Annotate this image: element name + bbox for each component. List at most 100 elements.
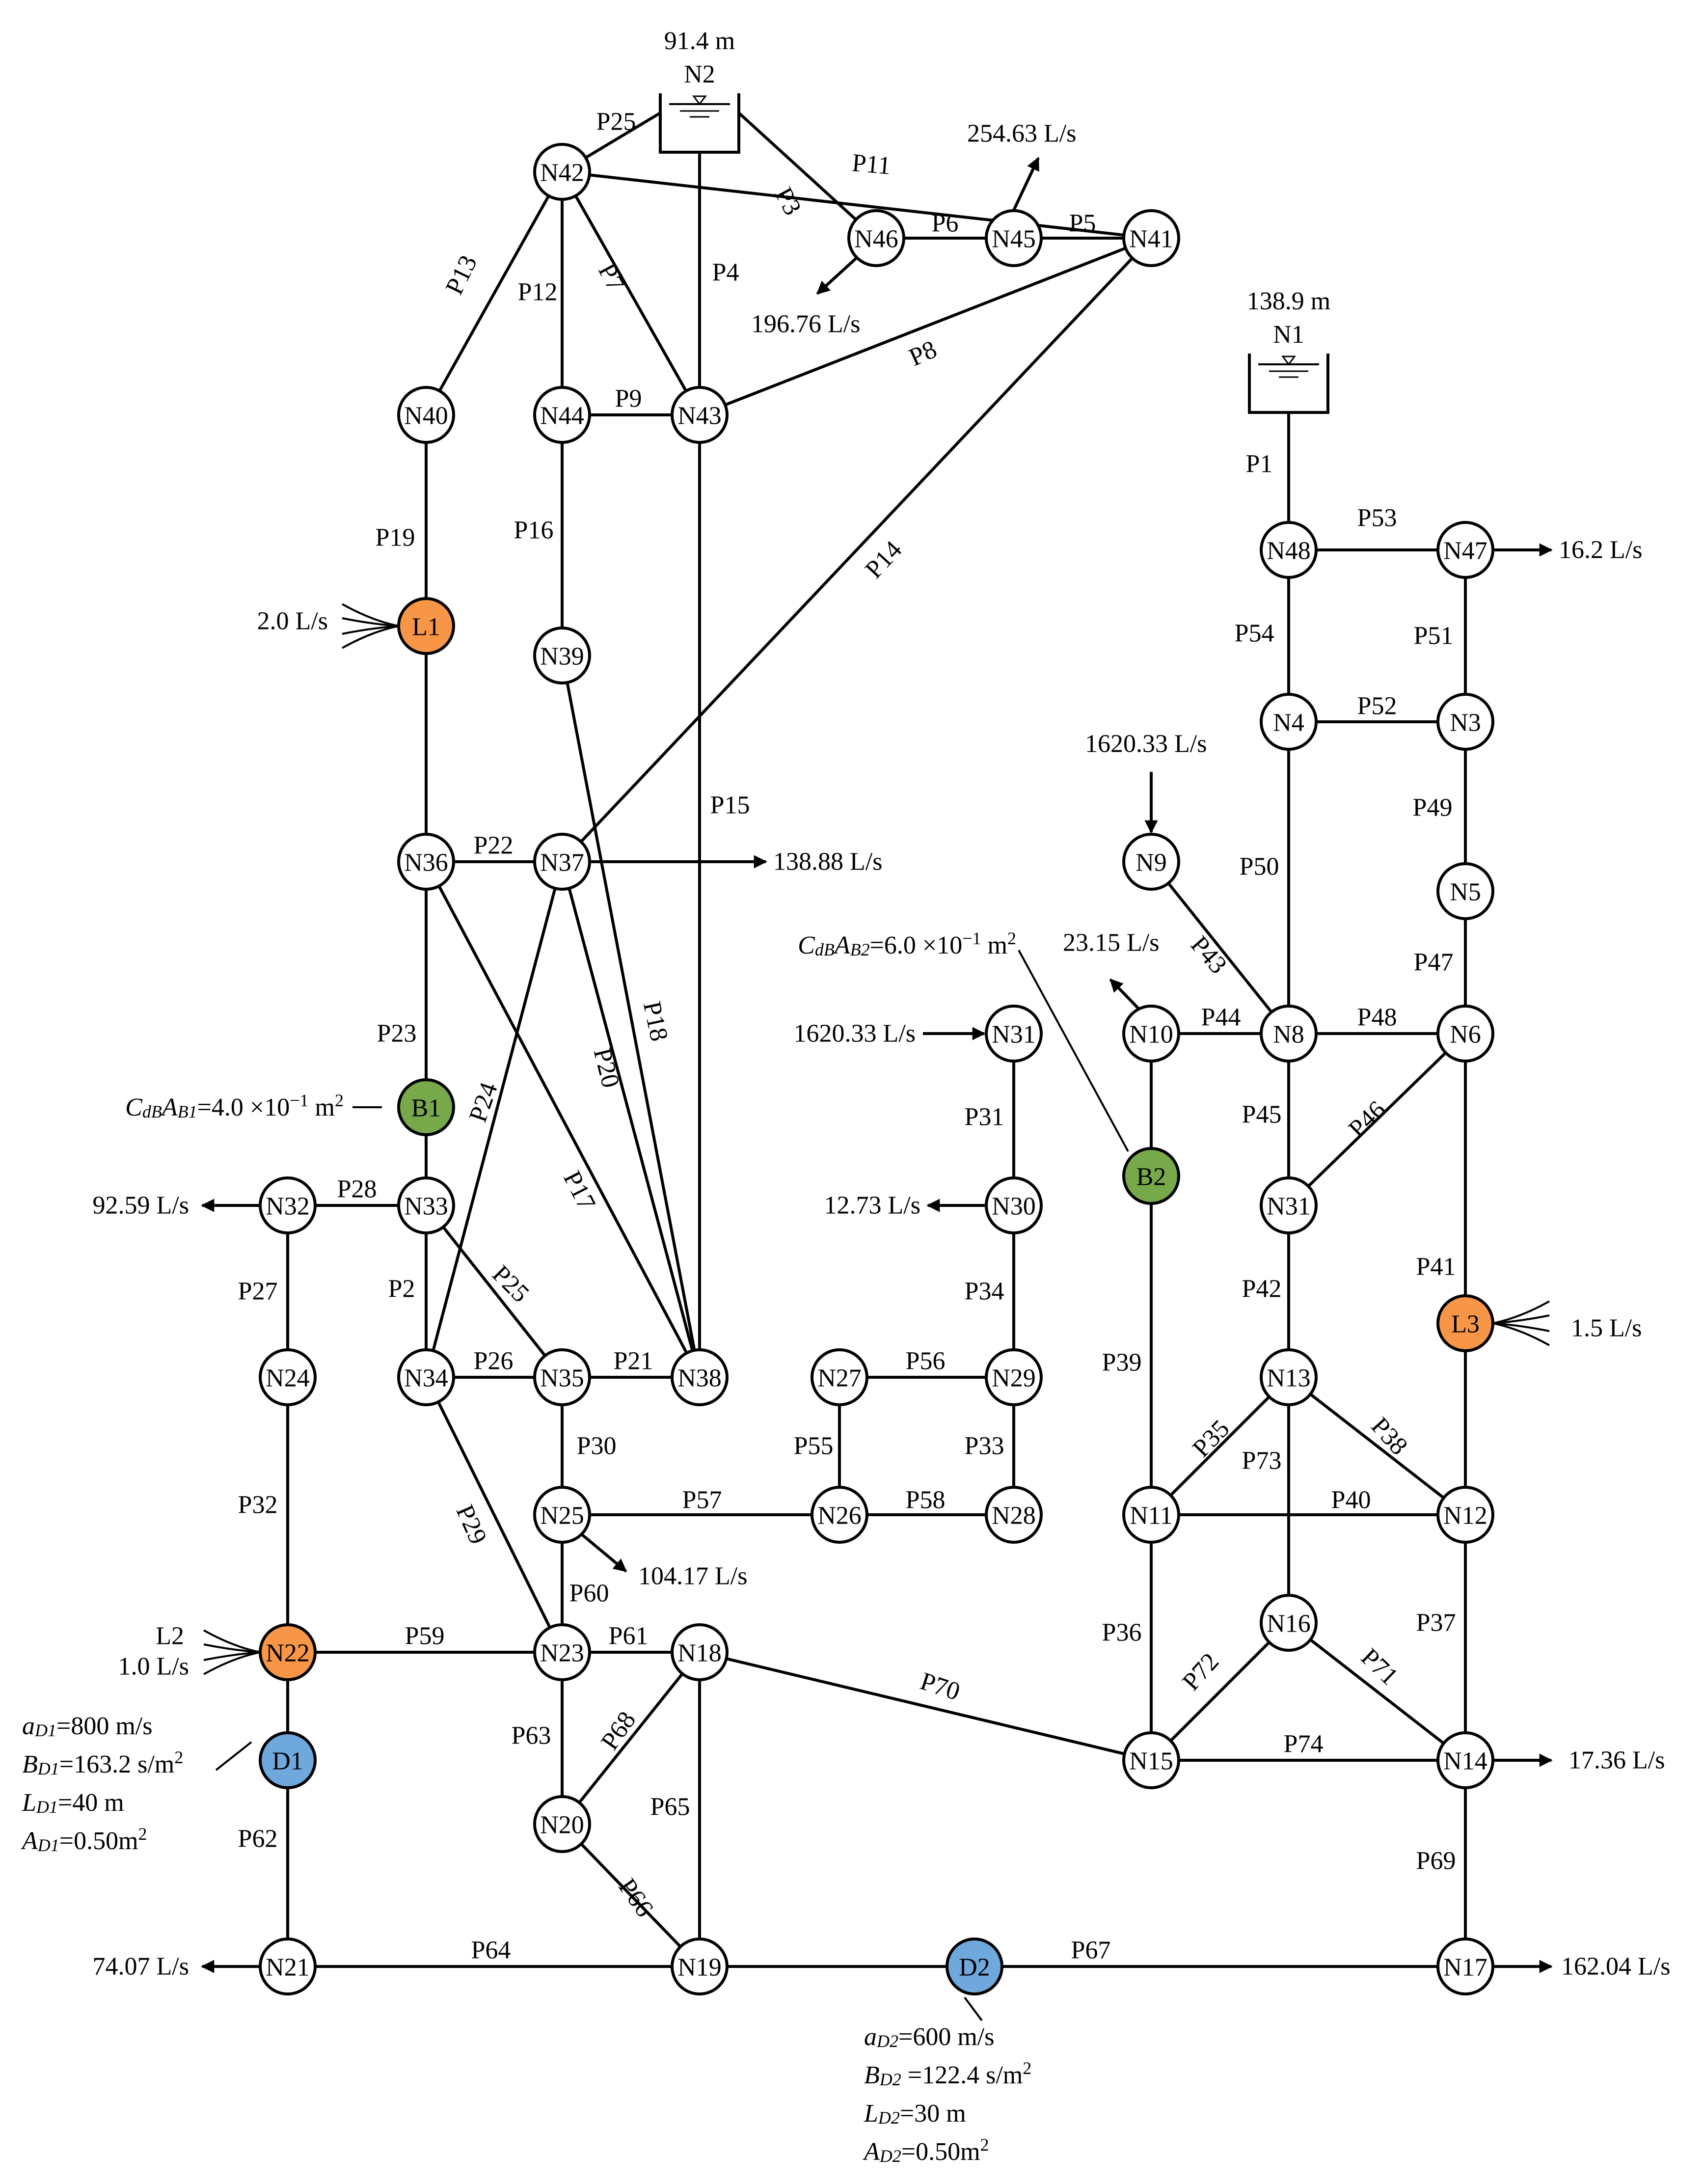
pipe-label-p2: P2: [388, 1275, 415, 1303]
reservoir-name-n2: N2: [684, 60, 715, 88]
node-circle-n36: [397, 833, 455, 891]
node-circle-n27: [811, 1348, 868, 1406]
pipe-label-p3: P3: [769, 183, 807, 219]
node-n32: N32: [259, 1176, 317, 1234]
node-label-n20: N20: [540, 1811, 584, 1839]
d1-parameters-line-3: LD1=40 m: [22, 1789, 124, 1817]
node-label-n18: N18: [677, 1639, 722, 1667]
flows-layer: 254.63 L/s 196.76 L/s 138.88 L/s 92.59 L/s 1…: [93, 120, 1671, 1981]
pipe-label-p17: P17: [558, 1167, 601, 1215]
node-label-n11: N11: [1130, 1502, 1173, 1530]
pipe-p68: [578, 1672, 684, 1804]
node-label-l3: L3: [1451, 1310, 1480, 1338]
flow-label-f-n37: 138.88 L/s: [773, 848, 882, 876]
pipe-p14: [580, 257, 1134, 843]
pipe-label-p69: P69: [1416, 1847, 1456, 1875]
pipe-p71: [1309, 1638, 1445, 1745]
node-circle-n8: [1260, 1005, 1318, 1063]
leak-rate-leak-l1: 2.0 L/s: [257, 607, 328, 635]
node-n31a: N31: [985, 1005, 1043, 1063]
pipe-label-p50: P50: [1240, 853, 1279, 881]
node-circle-n32: [259, 1176, 317, 1234]
pipe-label-p39: P39: [1102, 1349, 1142, 1377]
node-n31b: N31: [1260, 1176, 1318, 1234]
node-n29: N29: [985, 1348, 1043, 1406]
node-n12: N12: [1436, 1486, 1494, 1544]
pipe-label-p41: P41: [1416, 1253, 1456, 1281]
node-d1: D1: [259, 1731, 317, 1789]
node-n38: N38: [671, 1348, 729, 1406]
node-circle-n26: [811, 1486, 868, 1544]
pipe-label-p37: P37: [1416, 1609, 1456, 1637]
node-circle-n42: [533, 143, 591, 201]
node-label-d2: D2: [959, 1954, 990, 1982]
pipe-label-p52: P52: [1357, 692, 1397, 720]
flow-label-f-n46: 196.76 L/s: [751, 310, 860, 338]
node-circle-n21: [259, 1938, 317, 1995]
node-label-n31b: N31: [1267, 1193, 1311, 1221]
node-n16: N16: [1260, 1594, 1318, 1652]
node-n18: N18: [671, 1623, 729, 1681]
pipe-label-p21: P21: [614, 1347, 653, 1375]
node-n10: N10: [1122, 1005, 1180, 1063]
pipe-p7: [574, 195, 688, 392]
pipe-label-p13: P13: [440, 251, 483, 299]
node-label-n6: N6: [1450, 1021, 1481, 1049]
node-n40: N40: [397, 386, 455, 444]
node-circle-n43: [671, 386, 729, 444]
node-n25: N25: [533, 1486, 591, 1544]
node-circle-n41: [1122, 209, 1180, 267]
d2-parameters-line-3: LD2=30 m: [864, 2100, 966, 2128]
flow-arrow-f-n25: [581, 1533, 627, 1573]
pipe-label-p26: P26: [474, 1347, 514, 1375]
pipe-label-p70: P70: [917, 1667, 964, 1706]
pipe-p46: [1307, 1051, 1447, 1188]
pipe-label-p25a: P25: [596, 108, 636, 136]
node-label-n39: N39: [540, 643, 584, 671]
pipe-label-p40: P40: [1331, 1486, 1371, 1514]
pipe-label-p59: P59: [405, 1622, 445, 1650]
pipe-label-p34: P34: [965, 1278, 1004, 1306]
node-n5: N5: [1436, 862, 1494, 920]
d2-parameters-line-4: AD2=0.50m2: [863, 2135, 989, 2166]
node-label-n32: N32: [266, 1193, 310, 1221]
node-label-n37: N37: [540, 849, 584, 877]
node-n27: N27: [811, 1348, 868, 1406]
node-circle-n23: [533, 1623, 591, 1681]
flow-label-f-n45: 254.63 L/s: [967, 120, 1076, 148]
pipe-label-p44: P44: [1201, 1004, 1241, 1032]
node-circle-b2: [1122, 1147, 1180, 1205]
pipe-label-p15: P15: [710, 792, 750, 819]
pipe-p18: [566, 682, 696, 1351]
pipe-label-p55: P55: [794, 1432, 834, 1460]
node-circle-d2: [946, 1938, 1003, 1995]
node-b2: B2: [1122, 1147, 1180, 1205]
flow-label-f-n32: 92.59 L/s: [93, 1192, 189, 1220]
node-circle-n37: [533, 833, 591, 891]
flow-label-f-n9: 1620.33 L/s: [1085, 730, 1207, 758]
pipe-label-p4: P4: [712, 259, 739, 287]
pipe-label-p30: P30: [577, 1432, 617, 1460]
node-circle-l3: [1436, 1294, 1494, 1352]
node-circle-n28: [985, 1486, 1043, 1544]
pipe-p25b: [442, 1226, 546, 1357]
node-circle-d1: [259, 1731, 317, 1789]
node-b1: B1: [397, 1078, 455, 1136]
node-circle-n13: [1260, 1348, 1318, 1406]
pipe-label-p71: P71: [1355, 1643, 1404, 1691]
pipe-label-p36: P36: [1102, 1619, 1142, 1647]
pipe-label-p74: P74: [1284, 1730, 1324, 1758]
pipe-p8: [725, 246, 1126, 407]
node-l1: L1: [397, 597, 455, 655]
pipe-label-p51: P51: [1414, 622, 1454, 650]
reservoir-n1: [1248, 354, 1329, 414]
pipe-label-p66: P66: [613, 1874, 658, 1922]
node-label-n19: N19: [677, 1954, 722, 1982]
pipe-p25a: [585, 111, 661, 159]
node-n21: N21: [259, 1938, 317, 1995]
node-label-b1: B1: [411, 1094, 441, 1122]
node-n37: N37: [533, 833, 591, 891]
leak-symbol-leak-l2: [203, 1629, 261, 1675]
node-circle-n15: [1122, 1731, 1180, 1789]
flow-arrow-f-n45: [1012, 157, 1040, 211]
